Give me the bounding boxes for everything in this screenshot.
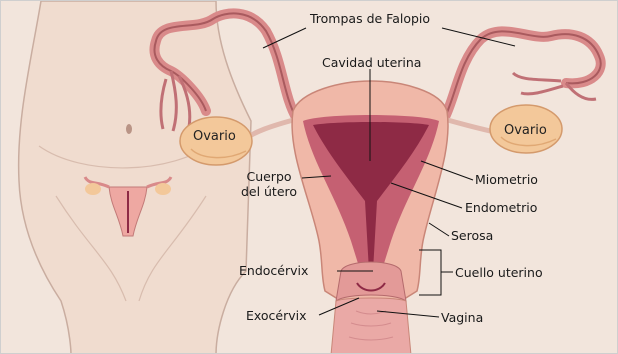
label-serosa: Serosa	[451, 228, 493, 243]
label-endocervix: Endocérvix	[239, 263, 308, 278]
label-cuerpo-line1: Cuerpo	[237, 169, 301, 184]
body-silhouette	[19, 1, 251, 354]
label-miometrio: Miometrio	[475, 172, 538, 187]
label-ovario-right: Ovario	[504, 123, 547, 138]
label-endometrio: Endometrio	[465, 200, 537, 215]
label-cuerpo-del-utero: Cuerpo del útero	[237, 169, 301, 199]
label-cuello-uterino: Cuello uterino	[455, 265, 543, 280]
label-vagina: Vagina	[441, 310, 483, 325]
bracket-cuello	[419, 250, 441, 295]
leader-serosa	[429, 223, 449, 236]
label-ovario-left: Ovario	[193, 129, 236, 144]
label-exocervix: Exocérvix	[246, 308, 307, 323]
label-cuerpo-line2: del útero	[237, 184, 301, 199]
navel-icon	[126, 124, 132, 134]
label-cavidad-uterina: Cavidad uterina	[322, 55, 421, 70]
label-trompas-de-falopio: Trompas de Falopio	[310, 11, 430, 26]
